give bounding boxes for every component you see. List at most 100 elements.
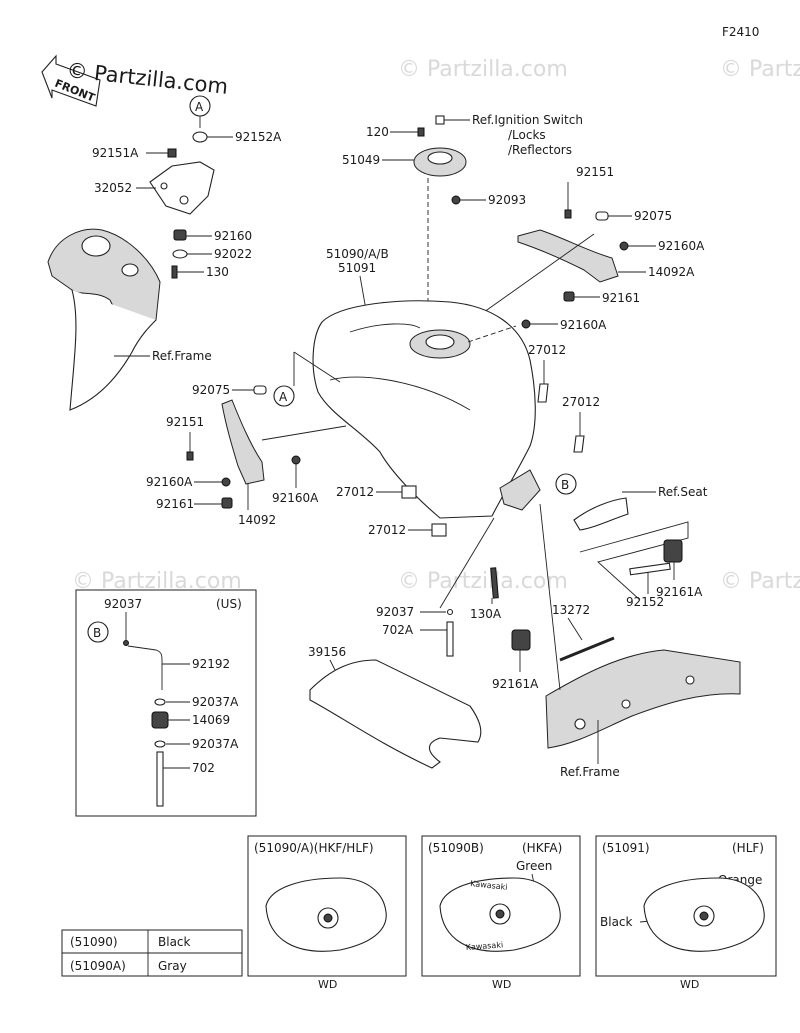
collar-92152 <box>629 562 671 576</box>
damper-92160A-low <box>291 455 301 465</box>
pads-27012: 27012 27012 27012 27012 <box>336 343 600 537</box>
variant-3-model: (51091) <box>602 841 650 855</box>
label-92152A: 92152A <box>235 130 282 144</box>
rear-frame <box>545 649 741 749</box>
color-table-code-2: (51090A) <box>70 959 126 973</box>
watermark-top-center: © Partzilla.com <box>398 57 568 82</box>
label-13272: 13272 <box>552 603 590 617</box>
clamp-92037A-1 <box>154 698 166 706</box>
hose-702 <box>156 751 164 807</box>
variant-panel-2: (51090B) (HKFA) Green Kawasaki Kawasaki … <box>421 835 581 991</box>
ignition-ref-marker <box>435 115 445 125</box>
cap-92075-left <box>253 385 267 395</box>
callout-a-tank <box>273 385 295 407</box>
pad-27012-c <box>401 485 417 499</box>
valve-14069 <box>151 711 169 729</box>
label-ref-seat: Ref.Seat <box>658 485 708 499</box>
label-130A: 130A <box>470 607 502 621</box>
label-27012-a: 27012 <box>528 343 566 357</box>
cap-92075-top <box>595 211 609 221</box>
damper-92161A-right <box>663 539 683 563</box>
label-92022: 92022 <box>214 247 252 261</box>
label-51090: 51090/A/B <box>326 247 389 261</box>
us-box-title: (US) <box>216 597 242 611</box>
front-arrow-icon <box>41 54 101 107</box>
bolt-130A <box>490 567 499 599</box>
left-bracket-14092: 92075 92151 92160A 92161 14092 92160A <box>146 383 347 527</box>
mat-shape <box>309 659 482 769</box>
fuel-pump-fitting <box>499 469 541 511</box>
bolt-130-top <box>171 265 178 279</box>
label-92037A-2: 92037A <box>192 737 239 751</box>
label-39156: 39156 <box>308 645 346 659</box>
rear-right-bracket: 92151 92075 92160A 14092A 92161 92160A <box>469 165 705 332</box>
label-ref-frame-bottom: Ref.Frame <box>560 765 620 779</box>
damper-92160A-left <box>221 477 231 487</box>
label-92037A-1: 92037A <box>192 695 239 709</box>
bracket-32052 <box>149 161 215 215</box>
label-92075-left: 92075 <box>192 383 230 397</box>
label-92160: 92160 <box>214 229 252 243</box>
label-51091: 51091 <box>338 261 376 275</box>
label-us-92037: 92037 <box>104 597 142 611</box>
bolt-92151-top <box>564 209 572 219</box>
callout-b-tank-label: B <box>561 478 569 492</box>
collar-92161-top <box>563 291 575 302</box>
label-92093: 92093 <box>488 193 526 207</box>
callout-a-top-label: A <box>195 100 204 114</box>
label-92160A-left: 92160A <box>146 475 193 489</box>
watermarks: © Partzilla.com © Partzilla.com © Partzi… <box>72 57 800 594</box>
rod-13272 <box>559 636 615 662</box>
label-ref-frame-top: Ref.Frame <box>152 349 212 363</box>
color-table-code-1: (51090) <box>70 935 118 949</box>
hose-702A <box>446 621 454 657</box>
figure-code: F2410 <box>722 25 759 39</box>
label-702: 702 <box>192 761 215 775</box>
label-92192: 92192 <box>192 657 230 671</box>
label-92151A: 92151A <box>92 146 139 160</box>
watermark-mid-right: © Partzilla.com <box>720 569 800 594</box>
seat-lock <box>573 497 629 531</box>
damper-92160 <box>173 229 187 241</box>
clamp-us-92037 <box>123 640 129 646</box>
rear-frame-assembly: 92152 92161A 13272 92161A Ref.Frame <box>439 503 741 779</box>
label-27012-b: 27012 <box>562 395 600 409</box>
clamp-92037-mid <box>446 608 454 616</box>
label-ignition-ref: Ref.Ignition Switch <box>472 113 583 127</box>
damper-92160A-top <box>619 241 629 251</box>
bolt-92151A <box>167 148 177 158</box>
bracket-14092A <box>517 229 619 283</box>
label-ignition-locks: /Locks <box>508 128 546 142</box>
front-bracket-assembly: A 92152A 92151A 32052 92160 92022 130 Re… <box>47 95 282 411</box>
label-92037-mid: 92037 <box>376 605 414 619</box>
pump-and-seat: B Ref.Seat <box>499 469 708 531</box>
variant-panel-3: (51091) (HLF) Orange Black WD <box>595 835 777 991</box>
callout-b-tank <box>555 473 577 495</box>
variant-1-caption: WD <box>318 978 337 991</box>
callout-b-us <box>87 621 109 643</box>
label-92161A-left: 92161A <box>492 677 539 691</box>
label-702A: 702A <box>382 623 414 637</box>
hose-92192 <box>127 645 163 690</box>
fuel-cap-assembly: Ref.Ignition Switch /Locks /Reflectors 1… <box>342 113 583 332</box>
variant-2-note: Green <box>516 859 552 873</box>
variant-3-marker: (HLF) <box>732 841 764 855</box>
pad-27012-d <box>431 523 447 537</box>
tank-body <box>312 300 536 519</box>
label-130-top: 130 <box>206 265 229 279</box>
label-92151-left: 92151 <box>166 415 204 429</box>
label-92160A-mid: 92160A <box>560 318 607 332</box>
label-92161-top: 92161 <box>602 291 640 305</box>
label-51049: 51049 <box>342 153 380 167</box>
collar-92161-left <box>221 497 233 509</box>
callout-b-us-label: B <box>93 626 101 640</box>
grommet-92152A <box>192 131 208 143</box>
callout-a-tank-label: A <box>279 390 288 404</box>
label-92160A-top: 92160A <box>658 239 705 253</box>
label-27012-d: 27012 <box>368 523 406 537</box>
variant-2-decal-bottom: Kawasaki <box>466 940 504 952</box>
variant-3-note2: Black <box>600 915 633 929</box>
pad-27012-a <box>537 383 549 403</box>
label-92160A-low: 92160A <box>272 491 319 505</box>
variant-2-marker: (HKFA) <box>522 841 562 855</box>
